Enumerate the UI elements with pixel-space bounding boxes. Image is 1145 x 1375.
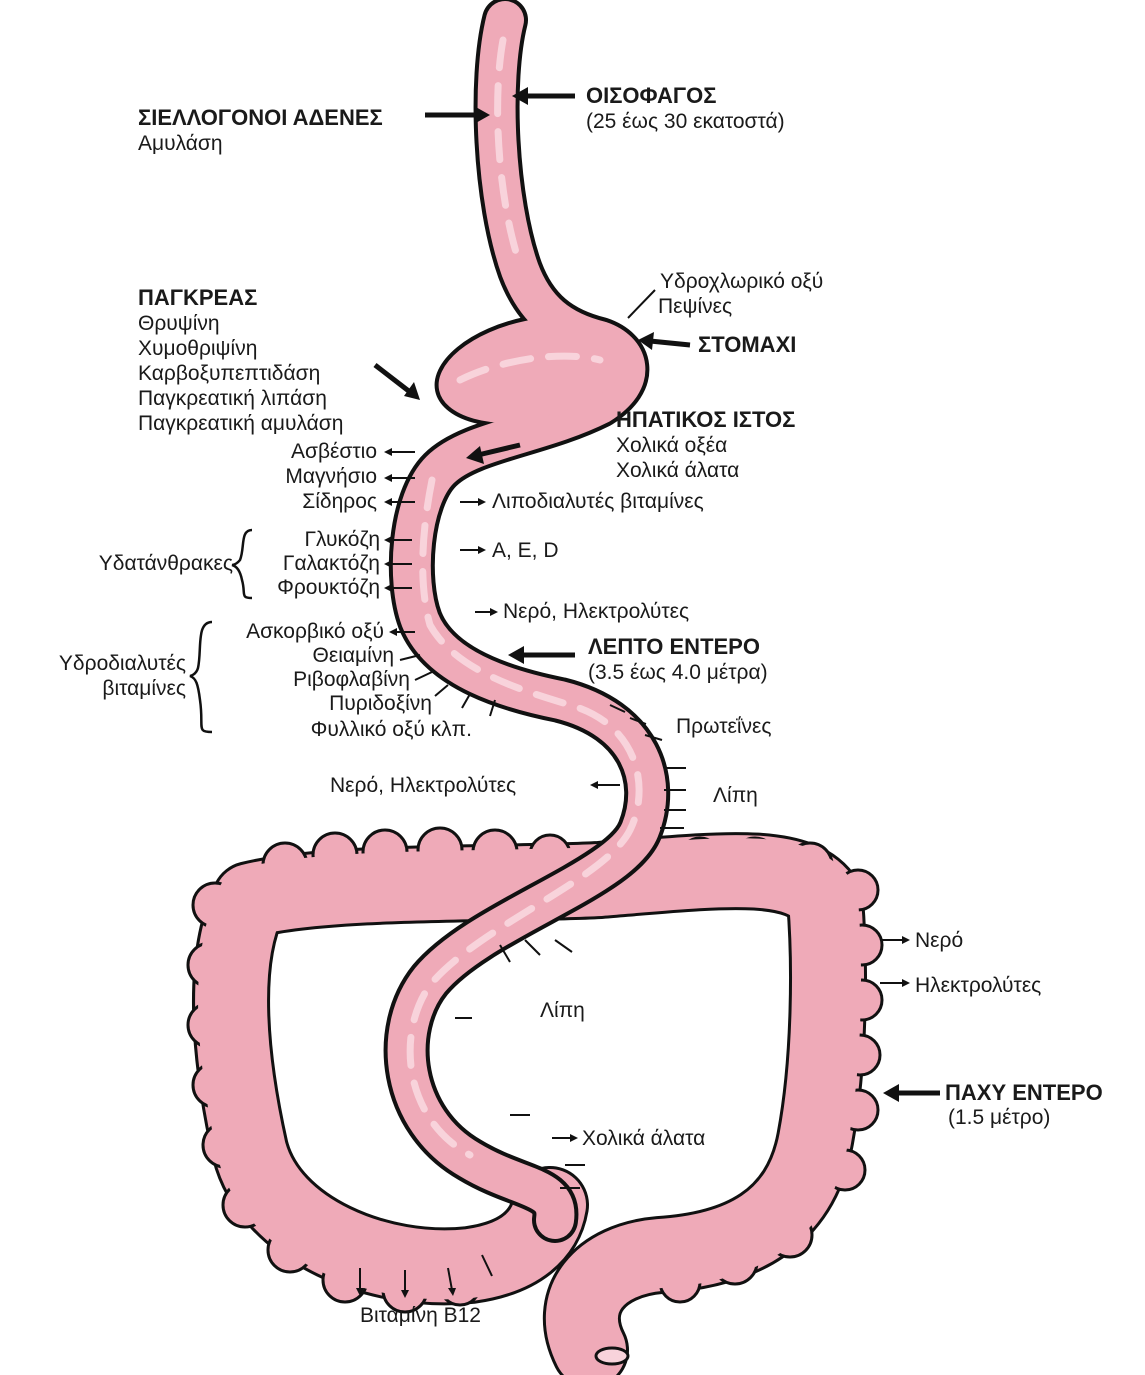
label-folic-acid: Φυλλικό οξύ κλπ. <box>311 718 472 741</box>
absorb-colon-water <box>880 936 910 987</box>
hcl-leader <box>628 290 655 318</box>
label-water-soluble-group-2: βιταμίνες <box>102 677 186 700</box>
label-large-intestine-title: ΠΑΧΥ ΕΝΤΕΡΟ <box>945 1080 1103 1105</box>
label-pancreas-enzyme-3: Καρβοξυπεπτιδάση <box>138 362 320 385</box>
label-pancreas-enzyme-4: Παγκρεατική λιπάση <box>138 387 327 410</box>
label-carbohydrates-group: Υδατάνθρακες <box>99 552 233 575</box>
arrow-large-intestine <box>883 1084 940 1102</box>
label-bile-salts-lower: Χολικά άλατα <box>582 1127 705 1150</box>
label-fructose: Φρουκτόζη <box>277 576 380 599</box>
absorb-fat-soluble <box>460 498 486 554</box>
label-bile-acids: Χολικά οξέα <box>616 434 727 457</box>
label-small-intestine-length: (3.5 έως 4.0 μέτρα) <box>588 661 768 684</box>
label-esophagus-title: ΟΙΣΟΦΑΓΟΣ <box>586 83 716 108</box>
label-pancreas-title: ΠΑΓΚΡΕΑΣ <box>138 285 257 310</box>
label-thiamine: Θειαμίνη <box>313 644 394 667</box>
label-liver-title: ΗΠΑΤΙΚΟΣ ΙΣΤΟΣ <box>616 407 795 432</box>
brace-water-soluble <box>190 622 212 732</box>
label-salivary-amylase: Αμυλάση <box>138 132 223 155</box>
label-pancreas-enzyme-1: Θρυψίνη <box>138 312 220 335</box>
label-pancreas-enzyme-2: Χυμοθριψίνη <box>138 337 257 360</box>
label-vitamin-b12: Βιταμίνη Β12 <box>360 1304 481 1327</box>
label-water-soluble-group-1: Υδροδιαλυτές <box>59 652 186 675</box>
label-water-electrolytes-2: Νερό, Ηλεκτρολύτες <box>330 774 516 797</box>
absorb-water-1 <box>475 608 498 616</box>
label-bile-salts-upper: Χολικά άλατα <box>616 459 739 482</box>
arrow-pancreas <box>375 365 420 400</box>
label-electrolytes: Ηλεκτρολύτες <box>915 974 1041 997</box>
anus-opening <box>596 1348 628 1364</box>
label-small-intestine-title: ΛΕΠΤΟ ΕΝΤΕΡΟ <box>588 634 760 659</box>
label-riboflavin: Ριβοφλαβίνη <box>293 668 410 691</box>
label-esophagus-length: (25 έως 30 εκατοστά) <box>586 110 785 133</box>
label-calcium: Ασβέστιο <box>291 440 377 463</box>
label-water-electrolytes-1: Νερό, Ηλεκτρολύτες <box>503 600 689 623</box>
arrow-small-intestine <box>508 646 575 664</box>
label-ascorbic-acid: Ασκορβικό οξύ <box>246 620 384 643</box>
label-salivary-title: ΣΙΕΛΛΟΓΟΝΟΙ ΑΔΕΝΕΣ <box>138 105 383 130</box>
label-pepsins: Πεψίνες <box>658 295 732 318</box>
label-fats-1: Λίπη <box>713 784 758 807</box>
label-fats-2: Λίπη <box>540 999 585 1022</box>
label-galactose: Γαλακτόζη <box>283 552 380 575</box>
label-stomach-title: ΣΤΟΜΑΧΙ <box>698 332 796 357</box>
label-water: Νερό <box>915 929 963 952</box>
label-vitamins-aed: A, E, D <box>492 539 559 562</box>
label-pancreas-enzyme-5: Παγκρεατική αμυλάση <box>138 412 343 435</box>
label-pyridoxine: Πυριδοξίνη <box>329 692 432 715</box>
label-proteins: Πρωτεΐνες <box>676 715 772 738</box>
label-large-intestine-length: (1.5 μέτρο) <box>948 1106 1050 1129</box>
absorb-water-2 <box>590 781 620 789</box>
label-magnesium: Μαγνήσιο <box>285 465 377 488</box>
label-hcl: Υδροχλωρικό οξύ <box>660 270 823 293</box>
label-glucose: Γλυκόζη <box>304 528 380 551</box>
label-iron: Σίδηρος <box>302 490 377 513</box>
arrow-esophagus <box>512 87 575 105</box>
arrow-stomach <box>638 332 690 350</box>
brace-carbohydrates <box>232 530 252 598</box>
label-fat-soluble-vitamins: Λιποδιαλυτές βιταμίνες <box>492 490 704 513</box>
